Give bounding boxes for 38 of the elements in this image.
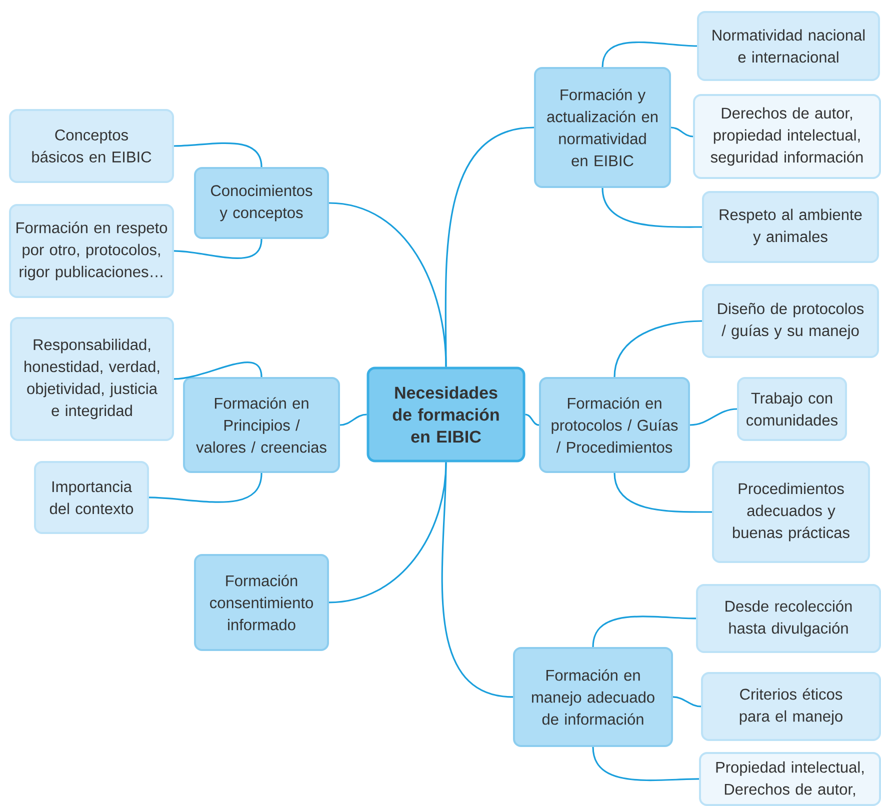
subtopic-box: Importancia del contexto bbox=[34, 460, 149, 534]
connector-line bbox=[525, 414, 540, 426]
connector-line bbox=[602, 42, 698, 68]
connector-line bbox=[614, 472, 712, 513]
connector-line bbox=[148, 472, 262, 503]
subtopic-box: Normatividad nacional e internacional bbox=[697, 11, 880, 81]
topic-box: Formación en Principios / valores / creencias bbox=[183, 376, 340, 473]
subtopic-box: Derechos de autor, propiedad intelectual, seguridad información bbox=[693, 94, 881, 179]
topic-box: Formación consentimiento informado bbox=[194, 554, 329, 651]
connector-line bbox=[174, 362, 262, 380]
connector-line bbox=[670, 126, 694, 138]
subtopic-box: Desde recolección hasta divulgación bbox=[696, 584, 881, 653]
connector-line bbox=[690, 408, 738, 426]
subtopic-box: Conceptos básicos en EIBIC bbox=[9, 109, 174, 183]
connector-line bbox=[614, 320, 702, 378]
central-topic-box: Necesidades de formación en EIBIC bbox=[366, 366, 526, 462]
connector-line bbox=[592, 746, 700, 782]
subtopic-box: Procedimientos adecuados y buenas prácticas bbox=[712, 460, 870, 563]
connector-line bbox=[602, 188, 702, 228]
topic-box: Formación y actualización en normatividad en EIBIC bbox=[534, 67, 671, 188]
connector-line bbox=[174, 142, 262, 168]
connector-line bbox=[592, 616, 696, 648]
subtopic-box: Trabajo con comunidades bbox=[737, 376, 847, 441]
connector-line bbox=[174, 238, 262, 259]
topic-box: Formación en manejo adecuado de información bbox=[513, 646, 673, 747]
subtopic-box: Responsabilidad, honestidad, verdad, objetividad, justicia e integridad bbox=[10, 317, 174, 441]
topic-box: Conocimientos y conceptos bbox=[194, 167, 329, 239]
connector-line bbox=[340, 414, 367, 426]
connector-line bbox=[441, 462, 514, 698]
subtopic-box: Respeto al ambiente y animales bbox=[702, 191, 879, 263]
connector-line bbox=[672, 696, 702, 708]
subtopic-box: Formación en respeto por otro, protocolos, rigor publicaciones… bbox=[9, 204, 174, 298]
subtopic-box: Propiedad intelectual, Derechos de autor, bbox=[699, 752, 881, 806]
topic-box: Formación en protocolos / Guías / Procedimientos bbox=[539, 376, 690, 473]
subtopic-box: Diseño de protocolos / guías y su manejo bbox=[702, 284, 879, 358]
subtopic-box: Criterios éticos para el manejo bbox=[701, 672, 881, 741]
connector-line bbox=[328, 462, 447, 604]
connector-line bbox=[444, 126, 534, 367]
